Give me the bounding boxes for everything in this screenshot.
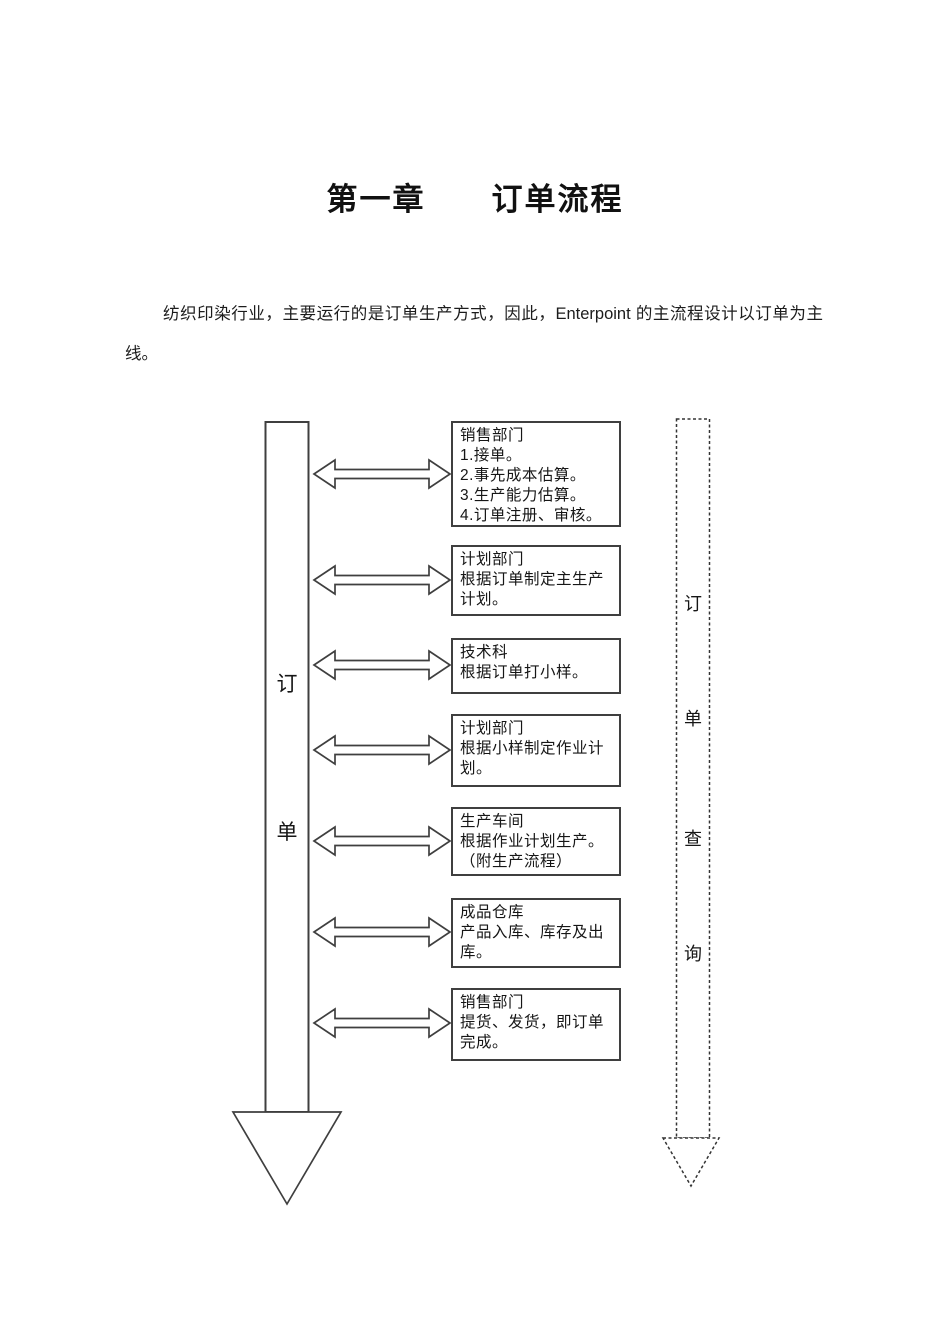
page-title: 第一章 订单流程 (326, 182, 624, 217)
flow-step-line: 根据作业计划生产。 (460, 833, 605, 850)
order-query-arrow-shaft (675, 418, 711, 1139)
flow-step-production: 生产车间 根据作业计划生产。 （附生产流程） (451, 807, 621, 876)
flow-step-line: 3.生产能力估算。 (460, 487, 586, 504)
double-arrow-5 (312, 825, 452, 857)
order-main-label-char-1: 订 (276, 673, 298, 696)
double-arrow-1 (312, 458, 452, 490)
flow-step-line: 提货、发货，即订单 (460, 1014, 605, 1031)
order-query-label-char-3: 查 (684, 829, 702, 849)
flow-step-line: 产品入库、库存及出 (460, 924, 605, 941)
double-arrow-2 (312, 564, 452, 596)
flow-step-line: 完成。 (460, 1034, 509, 1051)
flow-step-work-plan: 计划部门 根据小样制定作业计 划。 (451, 714, 621, 787)
order-query-label-char-4: 询 (684, 944, 702, 964)
flow-step-sales-intake: 销售部门 1.接单。 2.事先成本估算。 3.生产能力估算。 4.订单注册、审核… (451, 421, 621, 527)
flow-step-tech-sample: 技术科 根据订单打小样。 (451, 638, 621, 694)
flow-step-line: 计划部门 (460, 551, 525, 568)
flow-step-line: 成品仓库 (460, 904, 525, 921)
flow-step-line: 技术科 (460, 644, 509, 661)
flow-step-line: 计划部门 (460, 720, 525, 737)
order-query-label-char-1: 订 (684, 594, 702, 614)
flow-step-master-plan: 计划部门 根据订单制定主生产 计划。 (451, 545, 621, 616)
flow-step-line: 销售部门 (460, 994, 525, 1011)
flow-step-warehouse: 成品仓库 产品入库、库存及出 库。 (451, 898, 621, 968)
double-arrow-7 (312, 1007, 452, 1039)
flow-step-line: 根据订单打小样。 (460, 664, 589, 681)
double-arrow-3 (312, 649, 452, 681)
order-main-arrow-shaft (264, 421, 310, 1113)
flow-step-line: 根据小样制定作业计 (460, 740, 605, 757)
order-query-label-char-2: 单 (684, 709, 702, 729)
flow-step-line: 销售部门 (460, 427, 525, 444)
order-main-arrowhead (231, 1111, 343, 1206)
flow-step-delivery: 销售部门 提货、发货，即订单 完成。 (451, 988, 621, 1061)
intro-paragraph: 纺织印染行业，主要运行的是订单生产方式，因此，Enterpoint 的主流程设计… (125, 305, 823, 363)
double-arrow-6 (312, 916, 452, 948)
flow-step-line: 库。 (460, 944, 493, 961)
flow-step-line: 划。 (460, 760, 493, 777)
flow-step-line: 2.事先成本估算。 (460, 467, 586, 484)
flow-step-line: 根据订单制定主生产 (460, 571, 605, 588)
flow-step-line: 4.订单注册、审核。 (460, 507, 602, 524)
flow-step-line: 1.接单。 (460, 447, 522, 464)
order-query-arrowhead (661, 1137, 721, 1188)
double-arrow-4 (312, 734, 452, 766)
order-main-label-char-2: 单 (276, 821, 298, 844)
flow-step-line: 计划。 (460, 591, 509, 608)
flow-step-line: （附生产流程） (460, 853, 573, 870)
flow-step-line: 生产车间 (460, 813, 525, 830)
